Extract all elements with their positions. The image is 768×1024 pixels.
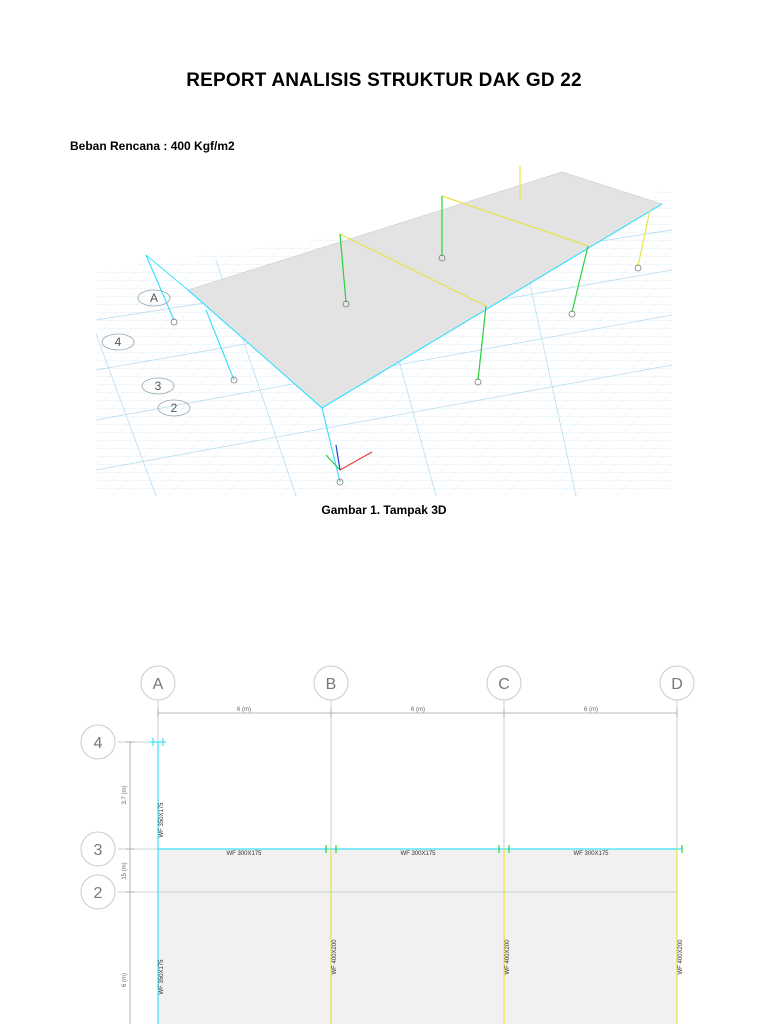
- grid-bubble-label: 2: [171, 401, 178, 415]
- report-title: REPORT ANALISIS STRUKTUR DAK GD 22: [186, 70, 582, 91]
- girder-line: [441, 195, 589, 247]
- span-dimension: 6 (m): [237, 707, 251, 713]
- column-label: WF 350X175: [159, 959, 165, 995]
- beam-label: WF 300X175: [226, 851, 262, 857]
- plan-slab: [158, 849, 677, 1024]
- column-line: [339, 233, 347, 303]
- row-dimension: 15 (m): [122, 862, 128, 879]
- row-dimension: 3.7 (m): [122, 785, 128, 804]
- grid-bubble-label: A: [150, 291, 158, 305]
- figure-3d-view: A 4 3 2: [96, 160, 672, 496]
- column-line: [205, 309, 235, 381]
- girder-label: WF 400X200: [332, 939, 338, 975]
- axis-triad: [325, 444, 373, 471]
- beam-label: WF 300X175: [400, 851, 436, 857]
- grid-label-row: 4: [94, 735, 103, 752]
- column-label: WF 350X175: [159, 802, 165, 838]
- figure-plan-view: 6 (m) 6 (m) 6 (m) 3.7 (m) 15 (m) 6 (m) A…: [80, 665, 695, 1024]
- grid-bubble-row: [80, 724, 116, 760]
- grid-label-column: A: [153, 676, 164, 693]
- span-dimension: 6 (m): [411, 707, 425, 713]
- column-line: [637, 209, 651, 267]
- column-line: [477, 305, 487, 381]
- figure-1-caption: Gambar 1. Tampak 3D: [321, 503, 447, 517]
- grid-label-column: D: [671, 676, 683, 693]
- grid-bubble-column: [486, 665, 522, 701]
- grid-label-row: 2: [94, 885, 103, 902]
- column-line: [145, 254, 175, 321]
- column-line: [321, 407, 341, 483]
- span-dimension: 6 (m): [584, 707, 598, 713]
- girder-label: WF 400X200: [505, 939, 511, 975]
- grid-label-row: 3: [94, 842, 103, 859]
- grid-bubble-column: [659, 665, 695, 701]
- row-dimension: 6 (m): [122, 973, 128, 987]
- girder-line: [339, 233, 487, 307]
- beam-line: [321, 203, 663, 409]
- column-line: [571, 245, 589, 313]
- beam-line: [145, 254, 189, 291]
- beam-label: WF 300X175: [573, 851, 609, 857]
- grid-bubble-row: [80, 874, 116, 910]
- grid-label-column: C: [498, 676, 510, 693]
- grid-bubble-column: [140, 665, 176, 701]
- beam-line: [187, 289, 323, 409]
- grid-bubble-column: [313, 665, 349, 701]
- grid-label-column: B: [326, 676, 337, 693]
- grid-bubble-label: 4: [115, 335, 122, 349]
- grid-bubble-label: 3: [155, 379, 162, 393]
- girder-label: WF 400X200: [678, 939, 684, 975]
- grid-bubble-row: [80, 831, 116, 867]
- design-load-text: Beban Rencana : 400 Kgf/m2: [70, 139, 235, 153]
